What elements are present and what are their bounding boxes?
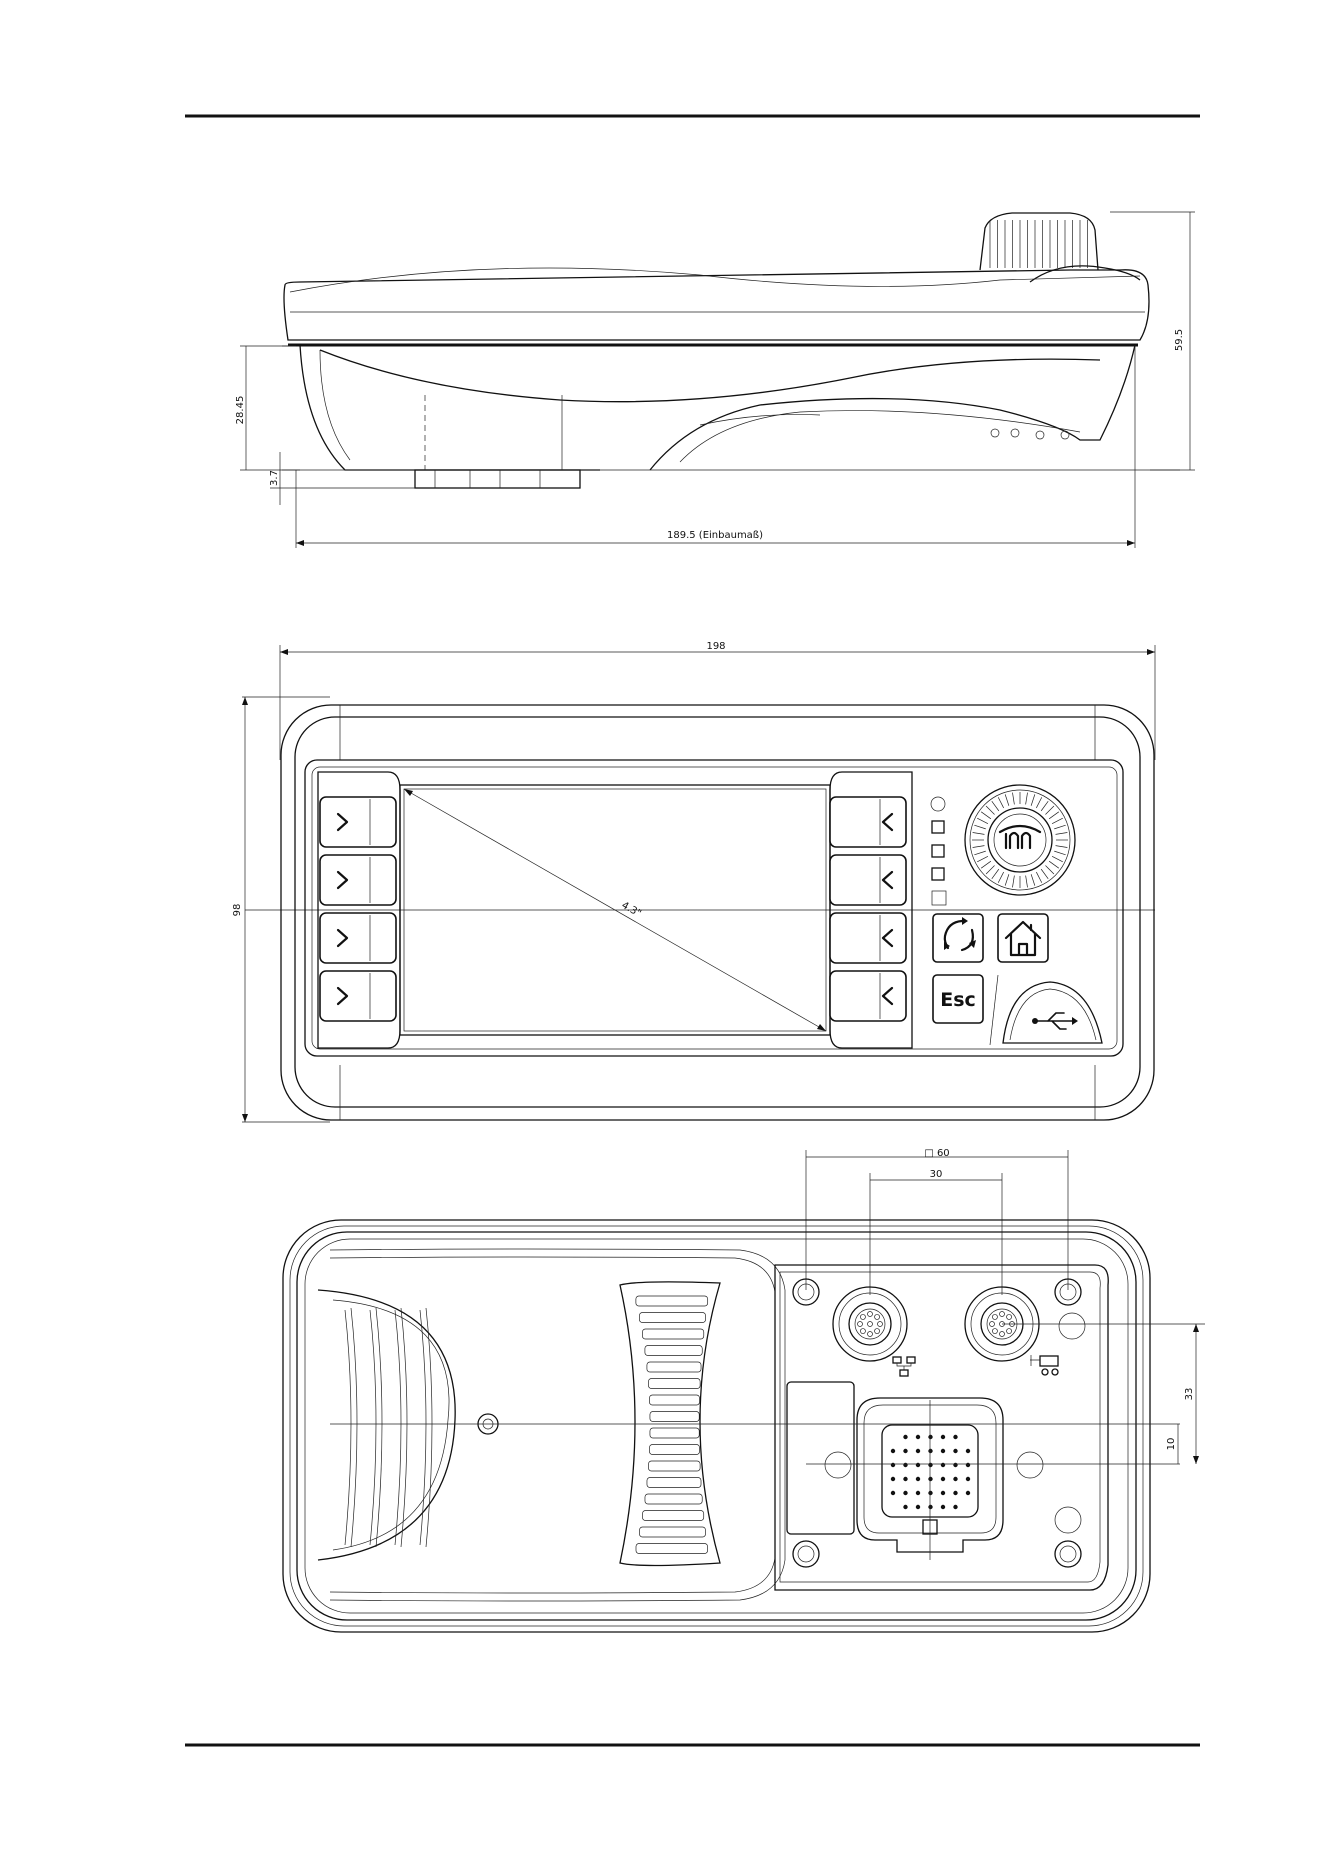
softkey-right-2[interactable] <box>830 855 906 905</box>
home-button[interactable] <box>998 914 1048 962</box>
dim-front-height: 98 <box>232 904 243 917</box>
ethernet-connector <box>833 1287 907 1361</box>
front-view: 198 98 4.3" <box>232 641 1155 1122</box>
trailer-icon <box>1030 1355 1058 1375</box>
softkey-left-1[interactable] <box>320 797 396 847</box>
dim-connector-spacing: 30 <box>930 1169 943 1180</box>
rear-view: □ 60 30 <box>283 1148 1205 1632</box>
refresh-button[interactable] <box>933 914 983 962</box>
usb-port-cover[interactable] <box>1003 982 1102 1043</box>
esc-button[interactable]: Esc <box>933 975 983 1023</box>
side-view: 59.5 28.45 3.7 189.5 (Einbaumaß) <box>235 212 1195 548</box>
softkey-right-1[interactable] <box>830 797 906 847</box>
esc-key-label: Esc <box>940 989 976 1011</box>
dim-body-height: 28.45 <box>235 396 246 425</box>
dim-screen-diagonal: 4.3" <box>620 900 643 920</box>
softkey-left-3[interactable] <box>320 913 396 963</box>
dim-vertical-10: 10 <box>1166 1438 1177 1451</box>
dim-front-width: 198 <box>706 641 725 652</box>
softkey-right-3[interactable] <box>830 913 906 963</box>
dim-flange: 3.7 <box>269 470 280 486</box>
softkey-left-2[interactable] <box>320 855 396 905</box>
dim-vertical-33: 33 <box>1184 1388 1195 1401</box>
network-icon <box>893 1357 915 1376</box>
encoder-knob[interactable] <box>965 785 1075 895</box>
dim-install-depth: 189.5 (Einbaumaß) <box>667 530 763 541</box>
dim-hole-pattern: □ 60 <box>924 1148 949 1159</box>
led-indicator <box>931 797 945 811</box>
softkey-left-4[interactable] <box>320 971 396 1021</box>
dim-total-height: 59.5 <box>1174 329 1185 351</box>
softkey-right-4[interactable] <box>830 971 906 1021</box>
usb-icon <box>1032 1013 1078 1029</box>
